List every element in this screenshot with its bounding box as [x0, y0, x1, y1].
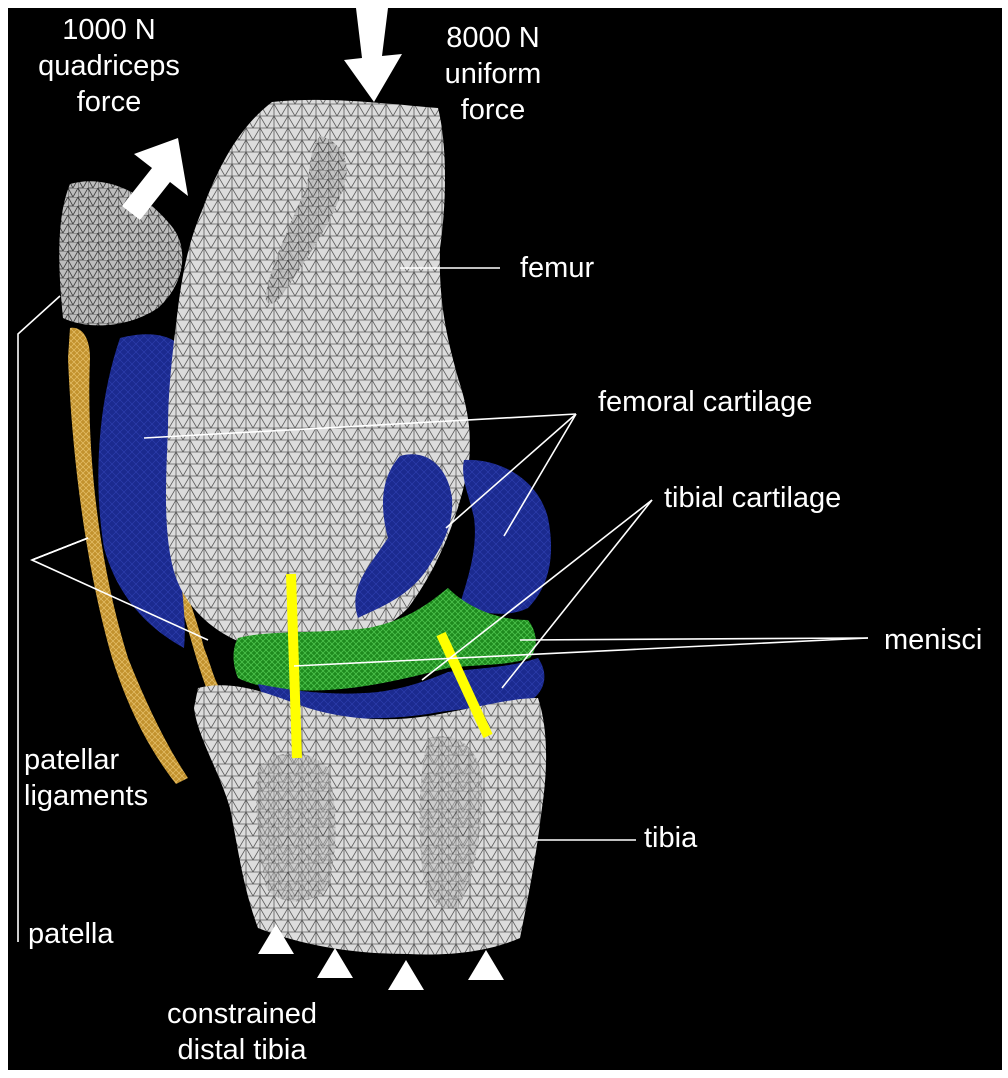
patellar-ligaments-line1: patellar	[24, 742, 148, 778]
constraint-triangle-icon	[468, 950, 504, 980]
uniform-force-name: uniform	[428, 56, 558, 92]
femoral-cartilage-condyle-lateral	[460, 460, 551, 614]
quadriceps-force-word: force	[24, 84, 194, 120]
patellar-ligaments-line2: ligaments	[24, 778, 148, 814]
femoral-cartilage-label: femoral cartilage	[598, 384, 812, 420]
tibia-shading	[256, 753, 335, 902]
constraint-line1: constrained	[144, 996, 340, 1032]
uniform-force-word: force	[428, 92, 558, 128]
leader-menisci-2	[520, 638, 868, 640]
load-arrow-icon	[344, 8, 402, 102]
leader-patella	[18, 296, 60, 942]
constraint-triangle-icon	[317, 948, 353, 978]
tibia-label: tibia	[644, 820, 697, 856]
constraint-triangle-icon	[388, 960, 424, 990]
constraint-line2: distal tibia	[144, 1032, 340, 1068]
patellar-ligaments-label: patellar ligaments	[24, 742, 148, 814]
knee-model-figure: 1000 N quadriceps force 8000 N uniform f…	[8, 8, 1002, 1070]
quadriceps-force-label: 1000 N quadriceps force	[24, 12, 194, 120]
uniform-force-value: 8000 N	[428, 20, 558, 56]
quadriceps-force-value: 1000 N	[24, 12, 194, 48]
knee-model-drawing	[8, 8, 1002, 1070]
quadriceps-force-name: quadriceps	[24, 48, 194, 84]
tibia-bone	[194, 685, 546, 954]
patella-label: patella	[28, 916, 113, 952]
menisci-label: menisci	[884, 622, 982, 658]
uniform-force-label: 8000 N uniform force	[428, 20, 558, 128]
constrained-distal-tibia-label: constrained distal tibia	[144, 996, 340, 1068]
load-arrow-icon	[122, 138, 188, 220]
patella-bone	[59, 181, 182, 325]
tibial-cartilage-label: tibial cartilage	[664, 480, 841, 516]
femur-label: femur	[520, 250, 594, 286]
